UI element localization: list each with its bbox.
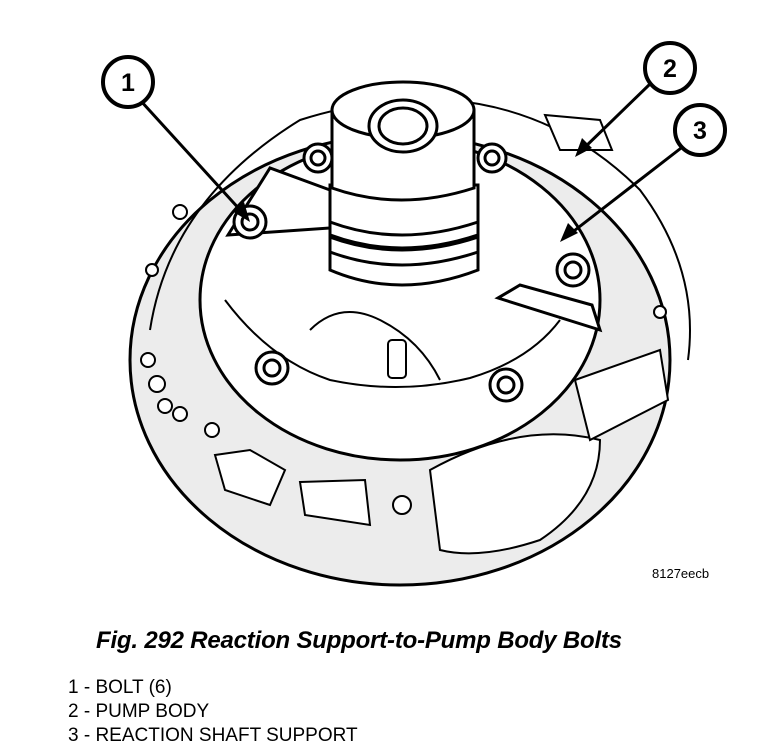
callout-1-circle — [101, 55, 155, 109]
legend-list: 1 - BOLT (6) 2 - PUMP BODY 3 - REACTION … — [68, 676, 358, 748]
figure-caption: Fig. 292 Reaction Support-to-Pump Body B… — [96, 627, 622, 654]
legend-item: 2 - PUMP BODY — [68, 701, 210, 722]
bolt-lower-right — [488, 367, 524, 403]
figure-code: 8127eecb — [652, 566, 710, 581]
callout-3-circle — [673, 103, 727, 157]
callout-2: 2 — [575, 41, 697, 157]
bolt-lower-left — [254, 350, 290, 386]
legend-item: 1 - BOLT (6) — [68, 677, 172, 698]
legend-item: 3 - REACTION SHAFT SUPPORT — [68, 725, 358, 746]
callout-2-circle — [643, 41, 697, 95]
callout-1-leader — [138, 98, 244, 214]
bolt-top-right — [476, 142, 508, 174]
callout-3: 3 — [560, 103, 727, 242]
pump-assembly-illustration: 1 2 3 — [101, 41, 727, 587]
callout-3-arrowhead — [560, 223, 578, 242]
bolt-top-left — [302, 142, 334, 174]
callout-2-leader — [580, 82, 652, 152]
bolts — [232, 142, 591, 403]
callout-1-arrowhead — [232, 202, 250, 222]
callout-2-arrowhead — [575, 138, 592, 157]
callout-3-leader — [569, 143, 686, 236]
callout-2-number: 2 — [663, 55, 677, 83]
reaction-shaft-hub — [328, 80, 480, 287]
callout-1: 1 — [101, 55, 250, 222]
callout-1-number: 1 — [121, 69, 135, 97]
callout-3-number: 3 — [693, 117, 707, 145]
bolt-right — [555, 252, 591, 288]
